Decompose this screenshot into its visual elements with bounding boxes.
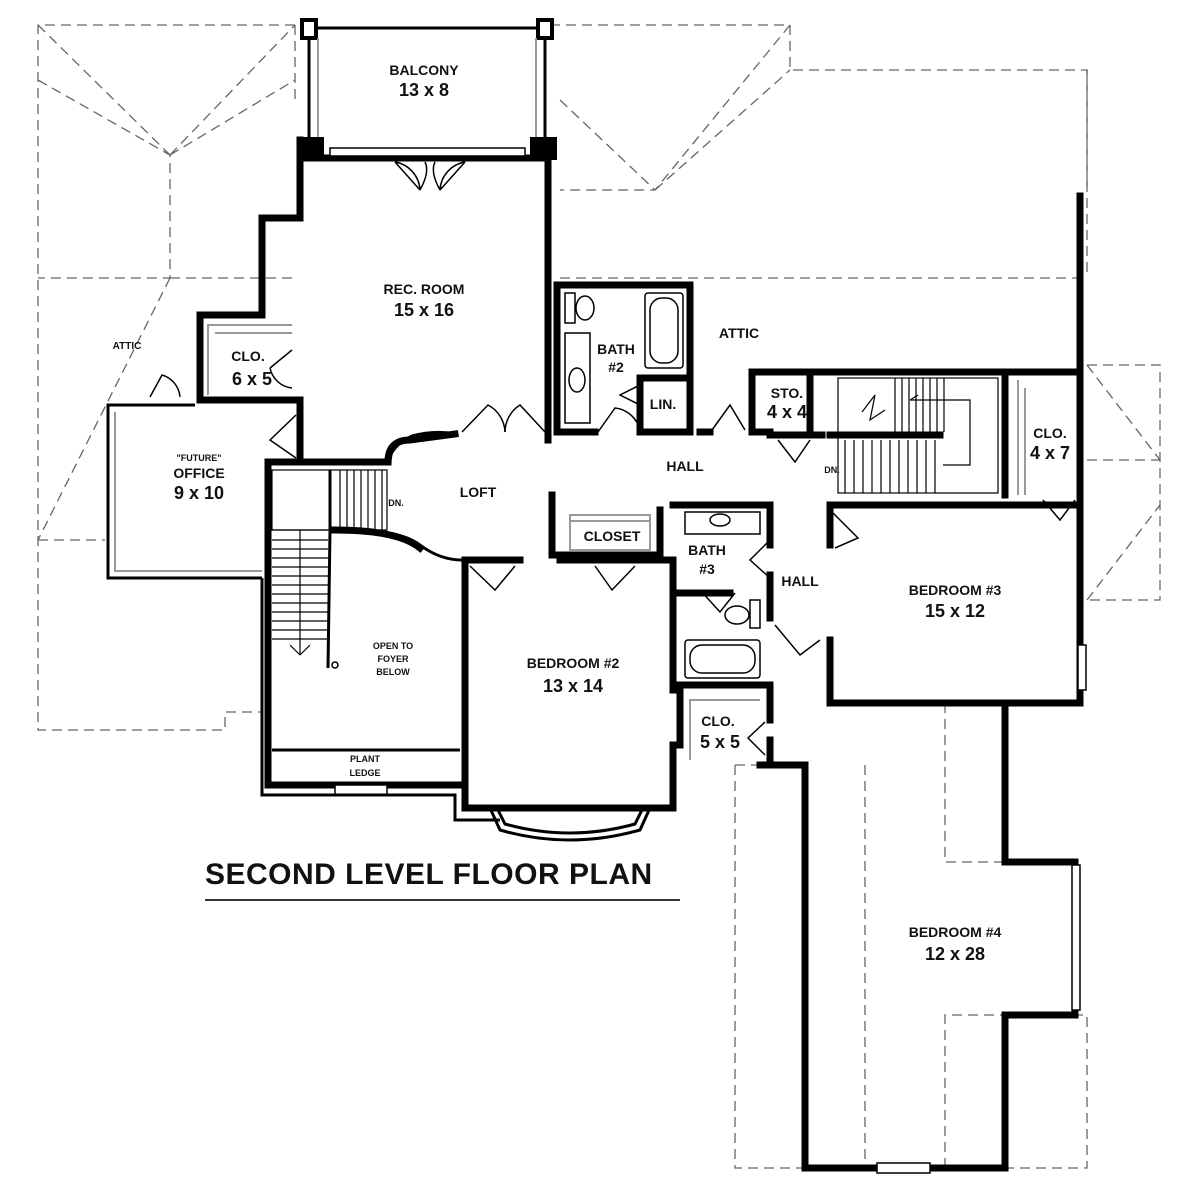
attic-left-label: ATTIC [113, 341, 142, 352]
balcony-size: 13 x 8 [399, 80, 449, 100]
title-underline [205, 899, 680, 901]
balcony-frame [300, 18, 554, 157]
bath2-number: #2 [608, 359, 624, 375]
bay-window [469, 565, 652, 842]
clo-left-size: 6 x 5 [232, 369, 272, 389]
plant-ledge-area [260, 578, 500, 822]
plant-ledge-line1: PLANT [350, 754, 380, 764]
hall-upper-label: HALL [666, 458, 704, 474]
bath3-label: BATH [688, 542, 726, 558]
hall-lower-label: HALL [781, 573, 819, 589]
bedroom3-label: BEDROOM #3 [909, 582, 1002, 598]
bedroom4-window [1071, 864, 1081, 1011]
bedroom4-label: BEDROOM #4 [909, 924, 1002, 940]
dn-right-label: DN. [824, 465, 840, 475]
office-label: OFFICE [173, 465, 224, 481]
bedroom4-size: 12 x 28 [925, 944, 985, 964]
balcony-label: BALCONY [389, 62, 459, 78]
foyer-line2: FOYER [377, 654, 409, 664]
clo-right-fixtures [1017, 380, 1076, 522]
rec-room-doors [394, 161, 466, 191]
clo-small-size: 5 x 5 [700, 732, 740, 752]
clo-right-size: 4 x 7 [1030, 443, 1070, 463]
plant-ledge-line2: LEDGE [349, 768, 380, 778]
dn-left-label: DN. [388, 498, 404, 508]
office-outline [106, 403, 262, 580]
sto-size: 4 x 4 [767, 402, 807, 422]
attic-door [149, 374, 181, 398]
interior-walls [264, 368, 814, 812]
plan-title: SECOND LEVEL FLOOR PLAN [205, 858, 653, 891]
office-door [268, 414, 297, 459]
bedroom2-label: BEDROOM #2 [527, 655, 620, 671]
clo-left-label: CLO. [231, 348, 264, 364]
foyer-line3: BELOW [376, 667, 410, 677]
closet-label: CLOSET [584, 528, 641, 544]
rec-room-label: REC. ROOM [384, 281, 465, 297]
stair-left [271, 469, 388, 669]
hall-doors [711, 403, 860, 657]
bath2-label: BATH [597, 341, 635, 357]
closet-fixtures [569, 514, 651, 551]
bedroom2-size: 13 x 14 [543, 676, 603, 696]
attic-right-label: ATTIC [719, 325, 759, 341]
foyer-line1: OPEN TO [373, 641, 413, 651]
bath2-fixtures [564, 292, 684, 433]
sto-label: STO. [771, 385, 803, 401]
room-labels: BALCONY 13 x 8 REC. ROOM 15 x 16 CLO. 6 … [113, 62, 1070, 964]
loft-label: LOFT [460, 484, 497, 500]
bedroom3-size: 15 x 12 [925, 601, 985, 621]
stair-right [837, 377, 999, 494]
rec-room-size: 15 x 16 [394, 300, 454, 320]
exterior-walls [196, 136, 1084, 1174]
clo-small-label: CLO. [701, 713, 734, 729]
office-prefix: "FUTURE" [176, 453, 221, 463]
clo-right-label: CLO. [1033, 425, 1066, 441]
roof-outline [37, 24, 1161, 1169]
clo-small-fixtures [689, 699, 766, 760]
linen-label: LIN. [650, 396, 676, 412]
loft-details [331, 404, 546, 562]
bath3-fixtures [684, 511, 771, 679]
office-size: 9 x 10 [174, 483, 224, 503]
clo-left-fixtures [207, 324, 293, 395]
bath3-number: #3 [699, 561, 715, 577]
bedroom3-window [1077, 644, 1087, 691]
